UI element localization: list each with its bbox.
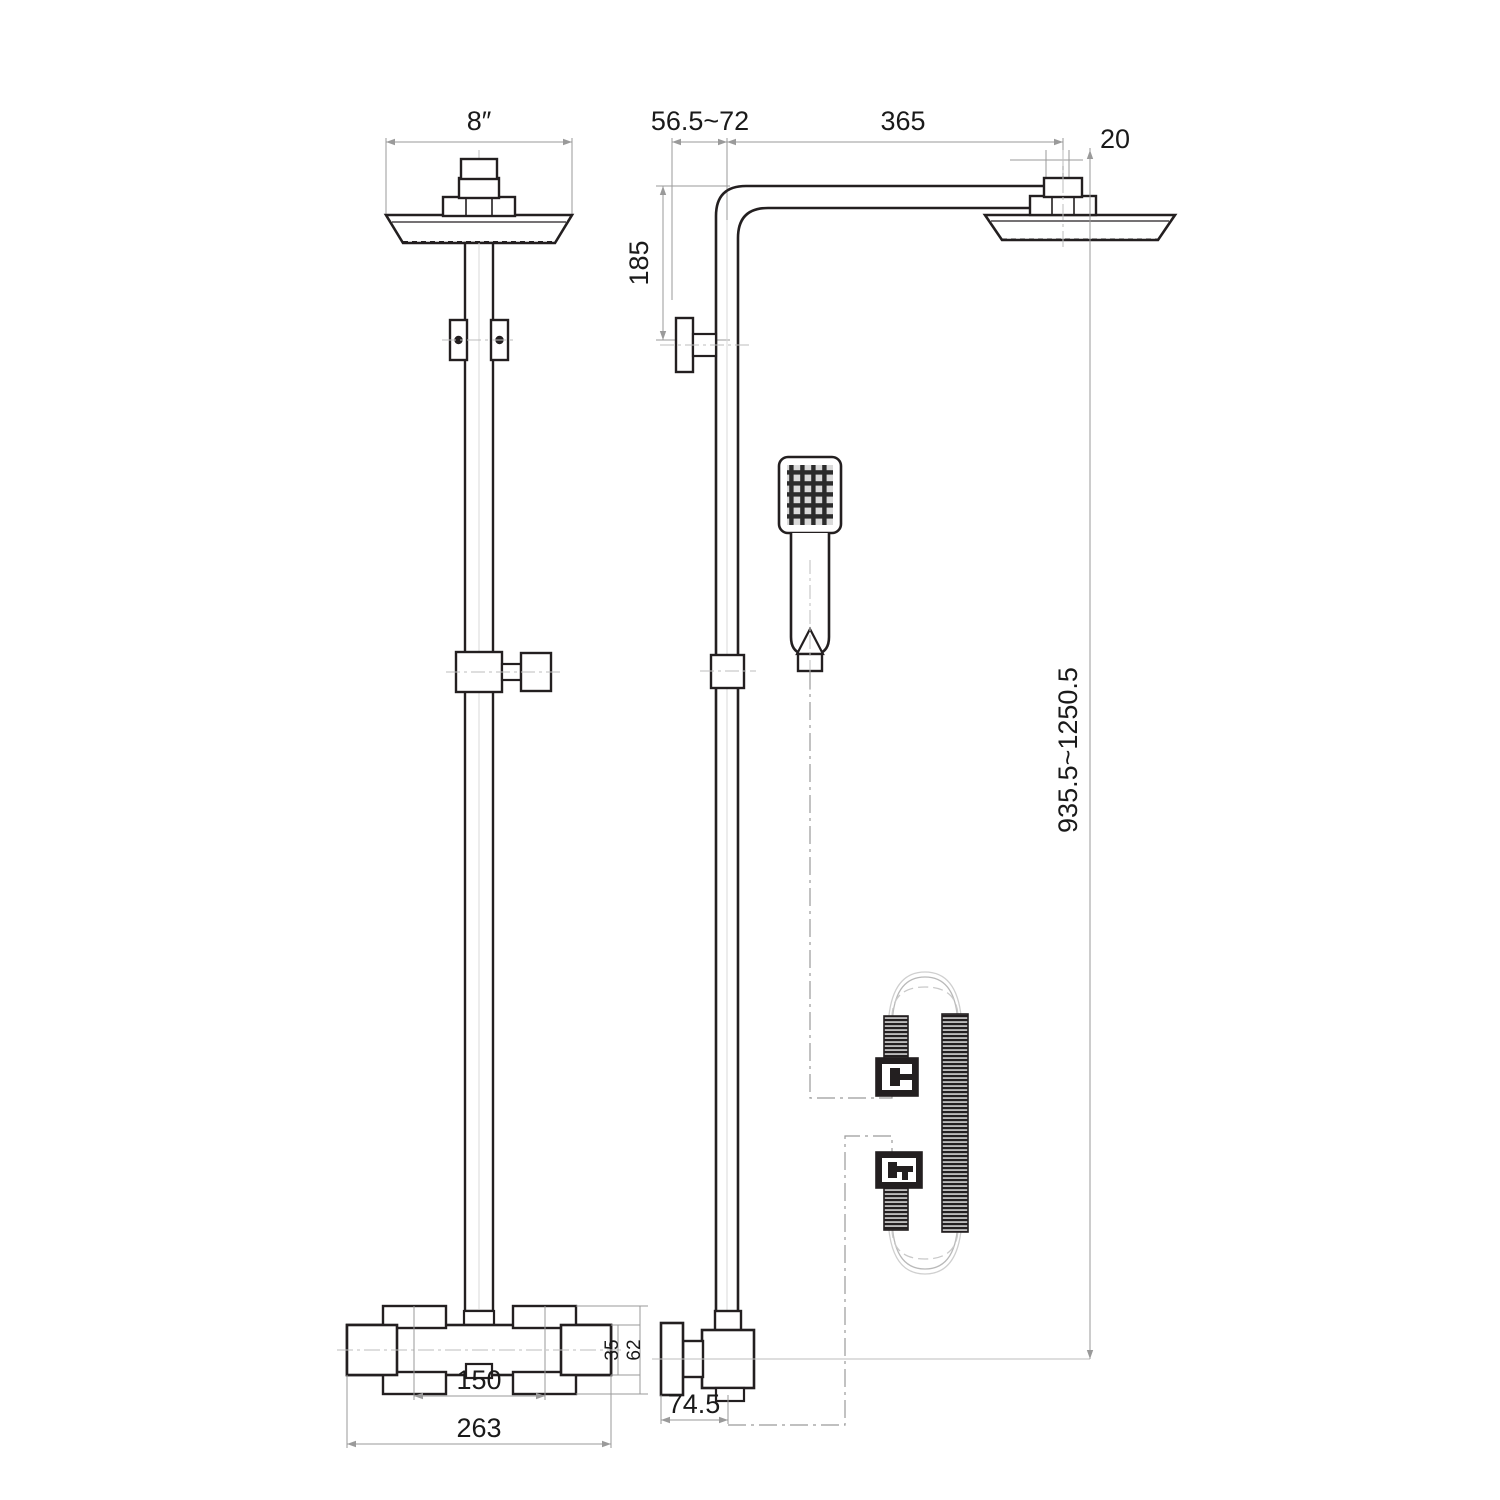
dimension-label-arm-reach: 365 bbox=[880, 106, 925, 136]
shower-arm-side bbox=[714, 184, 1065, 1311]
handset-and-hose-detail bbox=[728, 455, 969, 1426]
side-elevation-view: 56.5~72 365 20 185 bbox=[624, 106, 1178, 1424]
handset-nozzle-face bbox=[787, 465, 833, 525]
coiled-shower-hose bbox=[883, 971, 969, 1275]
wall-fixing-bracket-side bbox=[660, 316, 750, 374]
dimension-valve-side-depth bbox=[660, 1395, 729, 1424]
dimension-wall-offset bbox=[671, 138, 728, 330]
dimension-arm-reach bbox=[727, 138, 1064, 210]
dimension-valve-width bbox=[346, 1375, 612, 1448]
dimension-label-valve-overall-depth: 62 bbox=[624, 1339, 645, 1360]
dimension-label-valve-spread: 150 bbox=[456, 1365, 501, 1395]
overhead-shower-head-front bbox=[383, 213, 575, 245]
riser-rail-front bbox=[463, 241, 495, 1313]
dimension-valve-depths bbox=[576, 1305, 648, 1395]
hose-routing-lower bbox=[728, 1135, 893, 1426]
thermostatic-valve-front bbox=[337, 1304, 621, 1396]
dimension-label-valve-width: 263 bbox=[456, 1413, 501, 1443]
dimension-label-arm-drop: 185 bbox=[624, 240, 654, 285]
dimension-label-arm-thickness: 20 bbox=[1100, 124, 1130, 154]
overhead-shower-head-side bbox=[982, 150, 1178, 250]
dimension-valve-spread bbox=[413, 1306, 546, 1400]
thermostatic-valve-side bbox=[652, 1309, 1090, 1403]
dimension-total-height bbox=[1086, 148, 1094, 1359]
sliding-handset-bracket-front bbox=[446, 650, 560, 694]
hose-connector-lower bbox=[875, 1151, 923, 1189]
dimension-label-head-width: 8″ bbox=[467, 106, 492, 136]
riser-rail-clamp-front bbox=[442, 318, 516, 362]
front-elevation-view: 8″ bbox=[337, 106, 648, 1448]
handheld-shower bbox=[777, 455, 843, 690]
hose-ribbed-run bbox=[941, 1013, 969, 1233]
dimension-label-wall-offset: 56.5~72 bbox=[651, 106, 749, 136]
shower-head-connector-front bbox=[441, 157, 517, 218]
dimension-label-valve-side-depth: 74.5 bbox=[668, 1389, 721, 1419]
hose-routing-upper bbox=[809, 671, 893, 1099]
dimension-label-total-height: 935.5~1250.5 bbox=[1053, 667, 1083, 833]
sliding-handset-bracket-side bbox=[700, 653, 756, 690]
dimension-label-valve-body-depth: 35 bbox=[602, 1339, 623, 1360]
hose-connector-upper bbox=[875, 1057, 919, 1097]
dimension-head-width bbox=[385, 138, 573, 215]
